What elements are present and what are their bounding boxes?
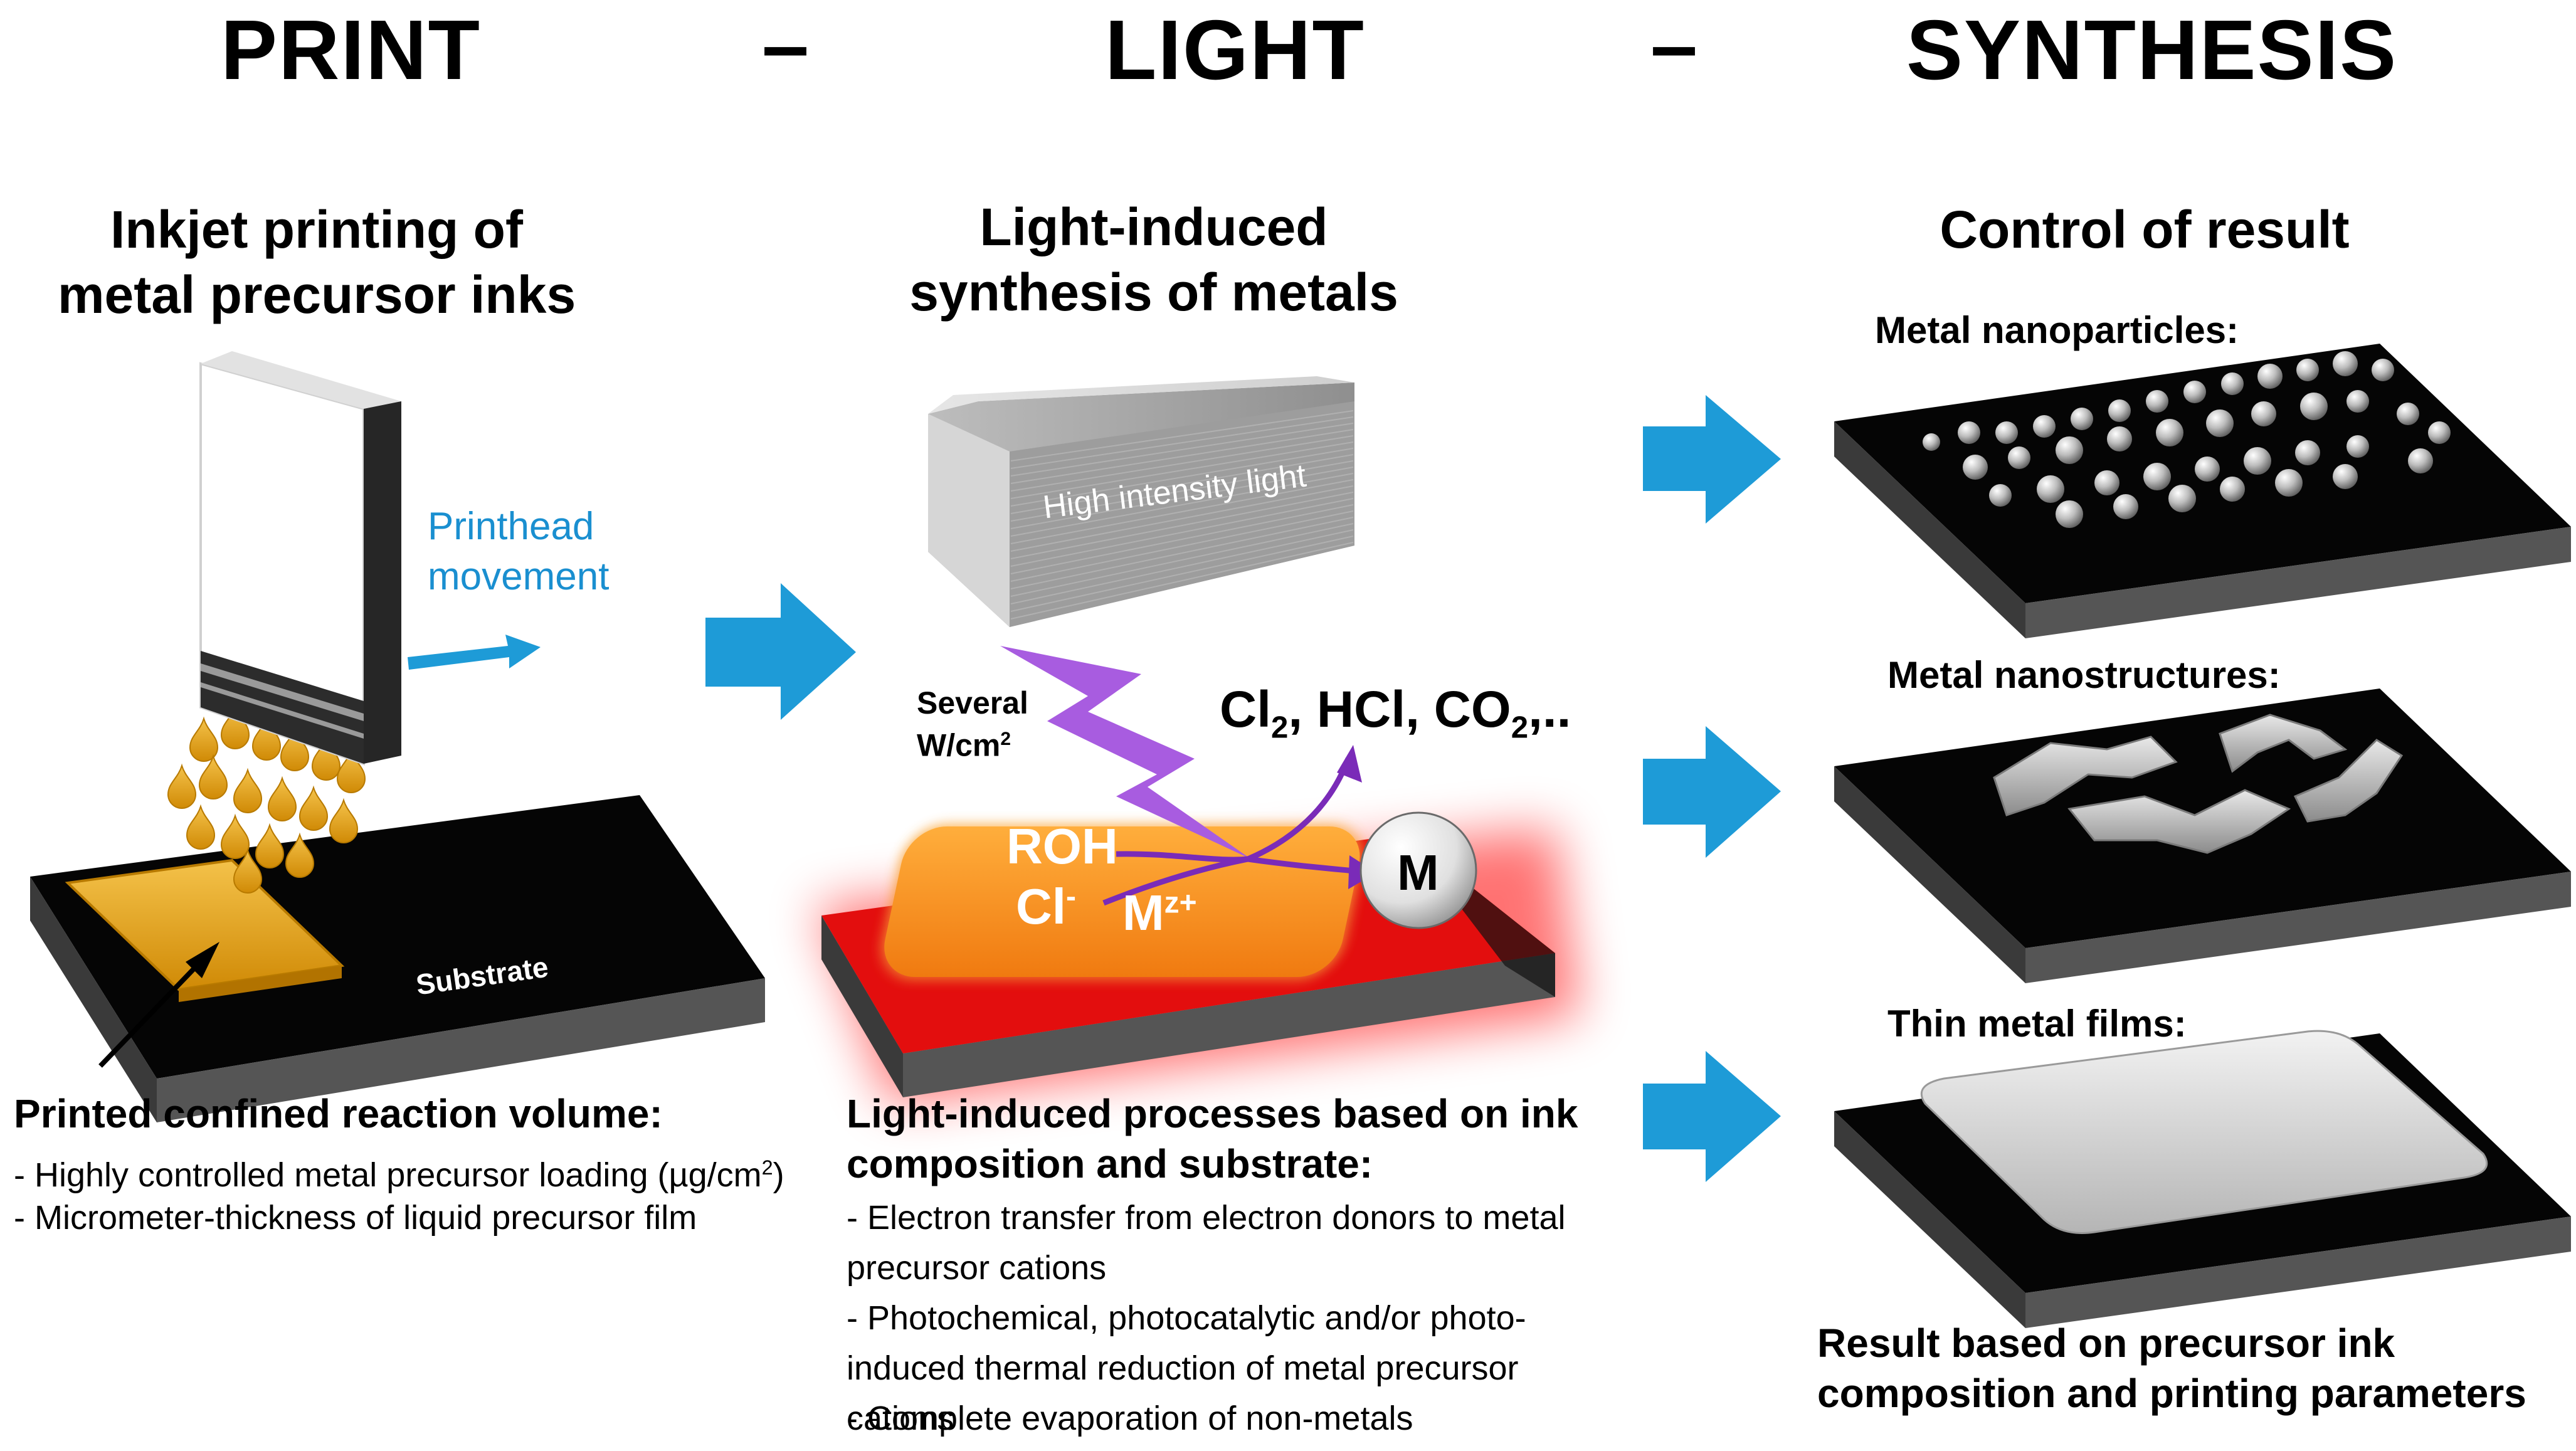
- light-desc-item-3: - Complete evaporation of non-metals: [847, 1400, 1413, 1437]
- title-print: PRINT: [221, 3, 481, 97]
- title-synthesis: SYNTHESIS: [1906, 3, 2398, 97]
- print-heading: Inkjet printing of metal precursor inks: [57, 200, 576, 324]
- pointer-arrow: [98, 942, 219, 1068]
- printhead: [199, 351, 401, 766]
- intensity-label: Several W/cm2: [917, 685, 1028, 763]
- nanoparticle: [2428, 421, 2451, 444]
- nanostructures: [1993, 714, 2404, 854]
- nanoparticle: [2257, 364, 2283, 389]
- metal-label: M: [1397, 845, 1439, 900]
- chloride-ion-label: Cl-: [1016, 879, 1076, 934]
- nanoparticle: [2168, 485, 2196, 512]
- flow-arrow-4: [1643, 1051, 1781, 1182]
- result-heading: Control of result: [1940, 200, 2350, 259]
- lightning-bolt: [1000, 646, 1251, 859]
- ink-droplet: [186, 804, 216, 850]
- nanoparticles-label: Metal nanoparticles:: [1875, 309, 2239, 351]
- nanoparticle: [2033, 415, 2056, 438]
- nanoparticle: [1963, 455, 1988, 480]
- printed-ink-film: [65, 858, 345, 1002]
- ink-droplet: [298, 785, 329, 831]
- nanoparticle: [2397, 403, 2419, 425]
- nanoparticle: [2094, 470, 2119, 495]
- light-desc-item-2: - Photochemical, photocatalytic and/or p…: [847, 1299, 1526, 1437]
- printhead-movement-arrow: [408, 635, 541, 670]
- nanoparticle: [2220, 477, 2245, 502]
- light-heading: Light-induced synthesis of metals: [909, 198, 1398, 322]
- ink-droplet: [255, 823, 285, 868]
- nanoparticle: [2275, 469, 2303, 497]
- flow-arrow-2: [1643, 395, 1781, 524]
- ink-droplet: [251, 715, 282, 761]
- nanoparticle: [2056, 436, 2083, 464]
- nanoparticles: [1923, 351, 2451, 528]
- light-desc-heading: Light-induced processes based on ink com…: [847, 1091, 1578, 1186]
- nanoparticle: [2346, 390, 2369, 413]
- nanoparticle: [2333, 351, 2358, 376]
- nanoparticle: [2300, 393, 2328, 420]
- nanoparticle: [2008, 446, 2030, 469]
- title-light: LIGHT: [1105, 3, 1365, 97]
- print-substrate: [30, 795, 765, 1122]
- nanoparticle: [2295, 440, 2320, 465]
- flow-arrow-1: [705, 583, 856, 720]
- nanoparticle: [2183, 381, 2206, 403]
- ink-droplet: [167, 763, 197, 809]
- flow-arrow-3: [1643, 726, 1781, 858]
- nanoparticle: [2195, 456, 2220, 482]
- ink-droplet: [329, 798, 359, 843]
- nanoparticle: [2221, 372, 2244, 395]
- nanoparticle: [1958, 421, 1980, 444]
- nanoparticle: [2108, 399, 2131, 422]
- ink-droplet: [233, 768, 263, 813]
- nanoparticle: [2346, 435, 2369, 458]
- ink-droplet: [220, 704, 250, 749]
- ink-droplet: [267, 776, 297, 821]
- ink-droplet: [280, 726, 310, 771]
- nanoparticle: [1989, 484, 2012, 507]
- ink-droplet: [233, 848, 263, 894]
- light-desc-item-1: - Electron transfer from electron donors…: [847, 1199, 1566, 1287]
- high-intensity-lamp: [928, 376, 1354, 627]
- title-dash-1: –: [762, 0, 810, 92]
- result-desc: Result based on precursor ink compositio…: [1817, 1321, 2526, 1416]
- metal-ion-label: Mz+: [1122, 885, 1197, 941]
- ink-droplet: [285, 832, 315, 878]
- nanostructures-label: Metal nanostructures:: [1887, 654, 2281, 696]
- nanoparticle: [2146, 390, 2168, 413]
- print-desc-heading: Printed confined reaction volume:: [14, 1091, 663, 1136]
- nanoparticle: [2206, 409, 2234, 437]
- nanoparticle: [2071, 408, 2093, 430]
- print-desc-line-1: - Highly controlled metal precursor load…: [14, 1156, 784, 1194]
- nanoparticle: [2156, 419, 2183, 446]
- title-dash-2: –: [1650, 0, 1698, 92]
- ink-droplets: [167, 704, 366, 894]
- nanoparticle: [2408, 448, 2433, 473]
- ink-droplet: [189, 716, 219, 762]
- heated-ink-film: [882, 825, 1362, 979]
- nanoparticle: [2037, 475, 2064, 503]
- nanoparticle: [2251, 401, 2276, 426]
- ink-droplet: [198, 754, 228, 799]
- nanoparticle: [2107, 426, 2132, 451]
- nanoparticle: [1995, 421, 2018, 444]
- thin-metal-film: [1920, 1030, 2488, 1234]
- printhead-movement-label: Printhead movement: [428, 505, 610, 598]
- ink-droplet: [220, 813, 250, 859]
- films-label: Thin metal films:: [1887, 1003, 2187, 1045]
- nanoparticle: [2296, 359, 2319, 381]
- nanoparticle: [1923, 433, 1940, 451]
- nanoparticle: [2333, 464, 2358, 489]
- byproducts-label: Cl2, HCl, CO2,..: [1220, 681, 1571, 745]
- ink-droplet: [311, 735, 341, 781]
- nanoparticle: [2143, 463, 2171, 490]
- nanoparticle: [2056, 500, 2083, 528]
- metal-sphere: [1359, 811, 1477, 929]
- nanoparticle: [2244, 447, 2271, 475]
- nanoparticle: [2372, 359, 2394, 381]
- roh-label: ROH: [1006, 818, 1118, 874]
- ink-droplet: [336, 747, 366, 793]
- nanoparticle: [2113, 494, 2138, 519]
- print-desc-line-2: - Micrometer-thickness of liquid precurs…: [14, 1199, 697, 1237]
